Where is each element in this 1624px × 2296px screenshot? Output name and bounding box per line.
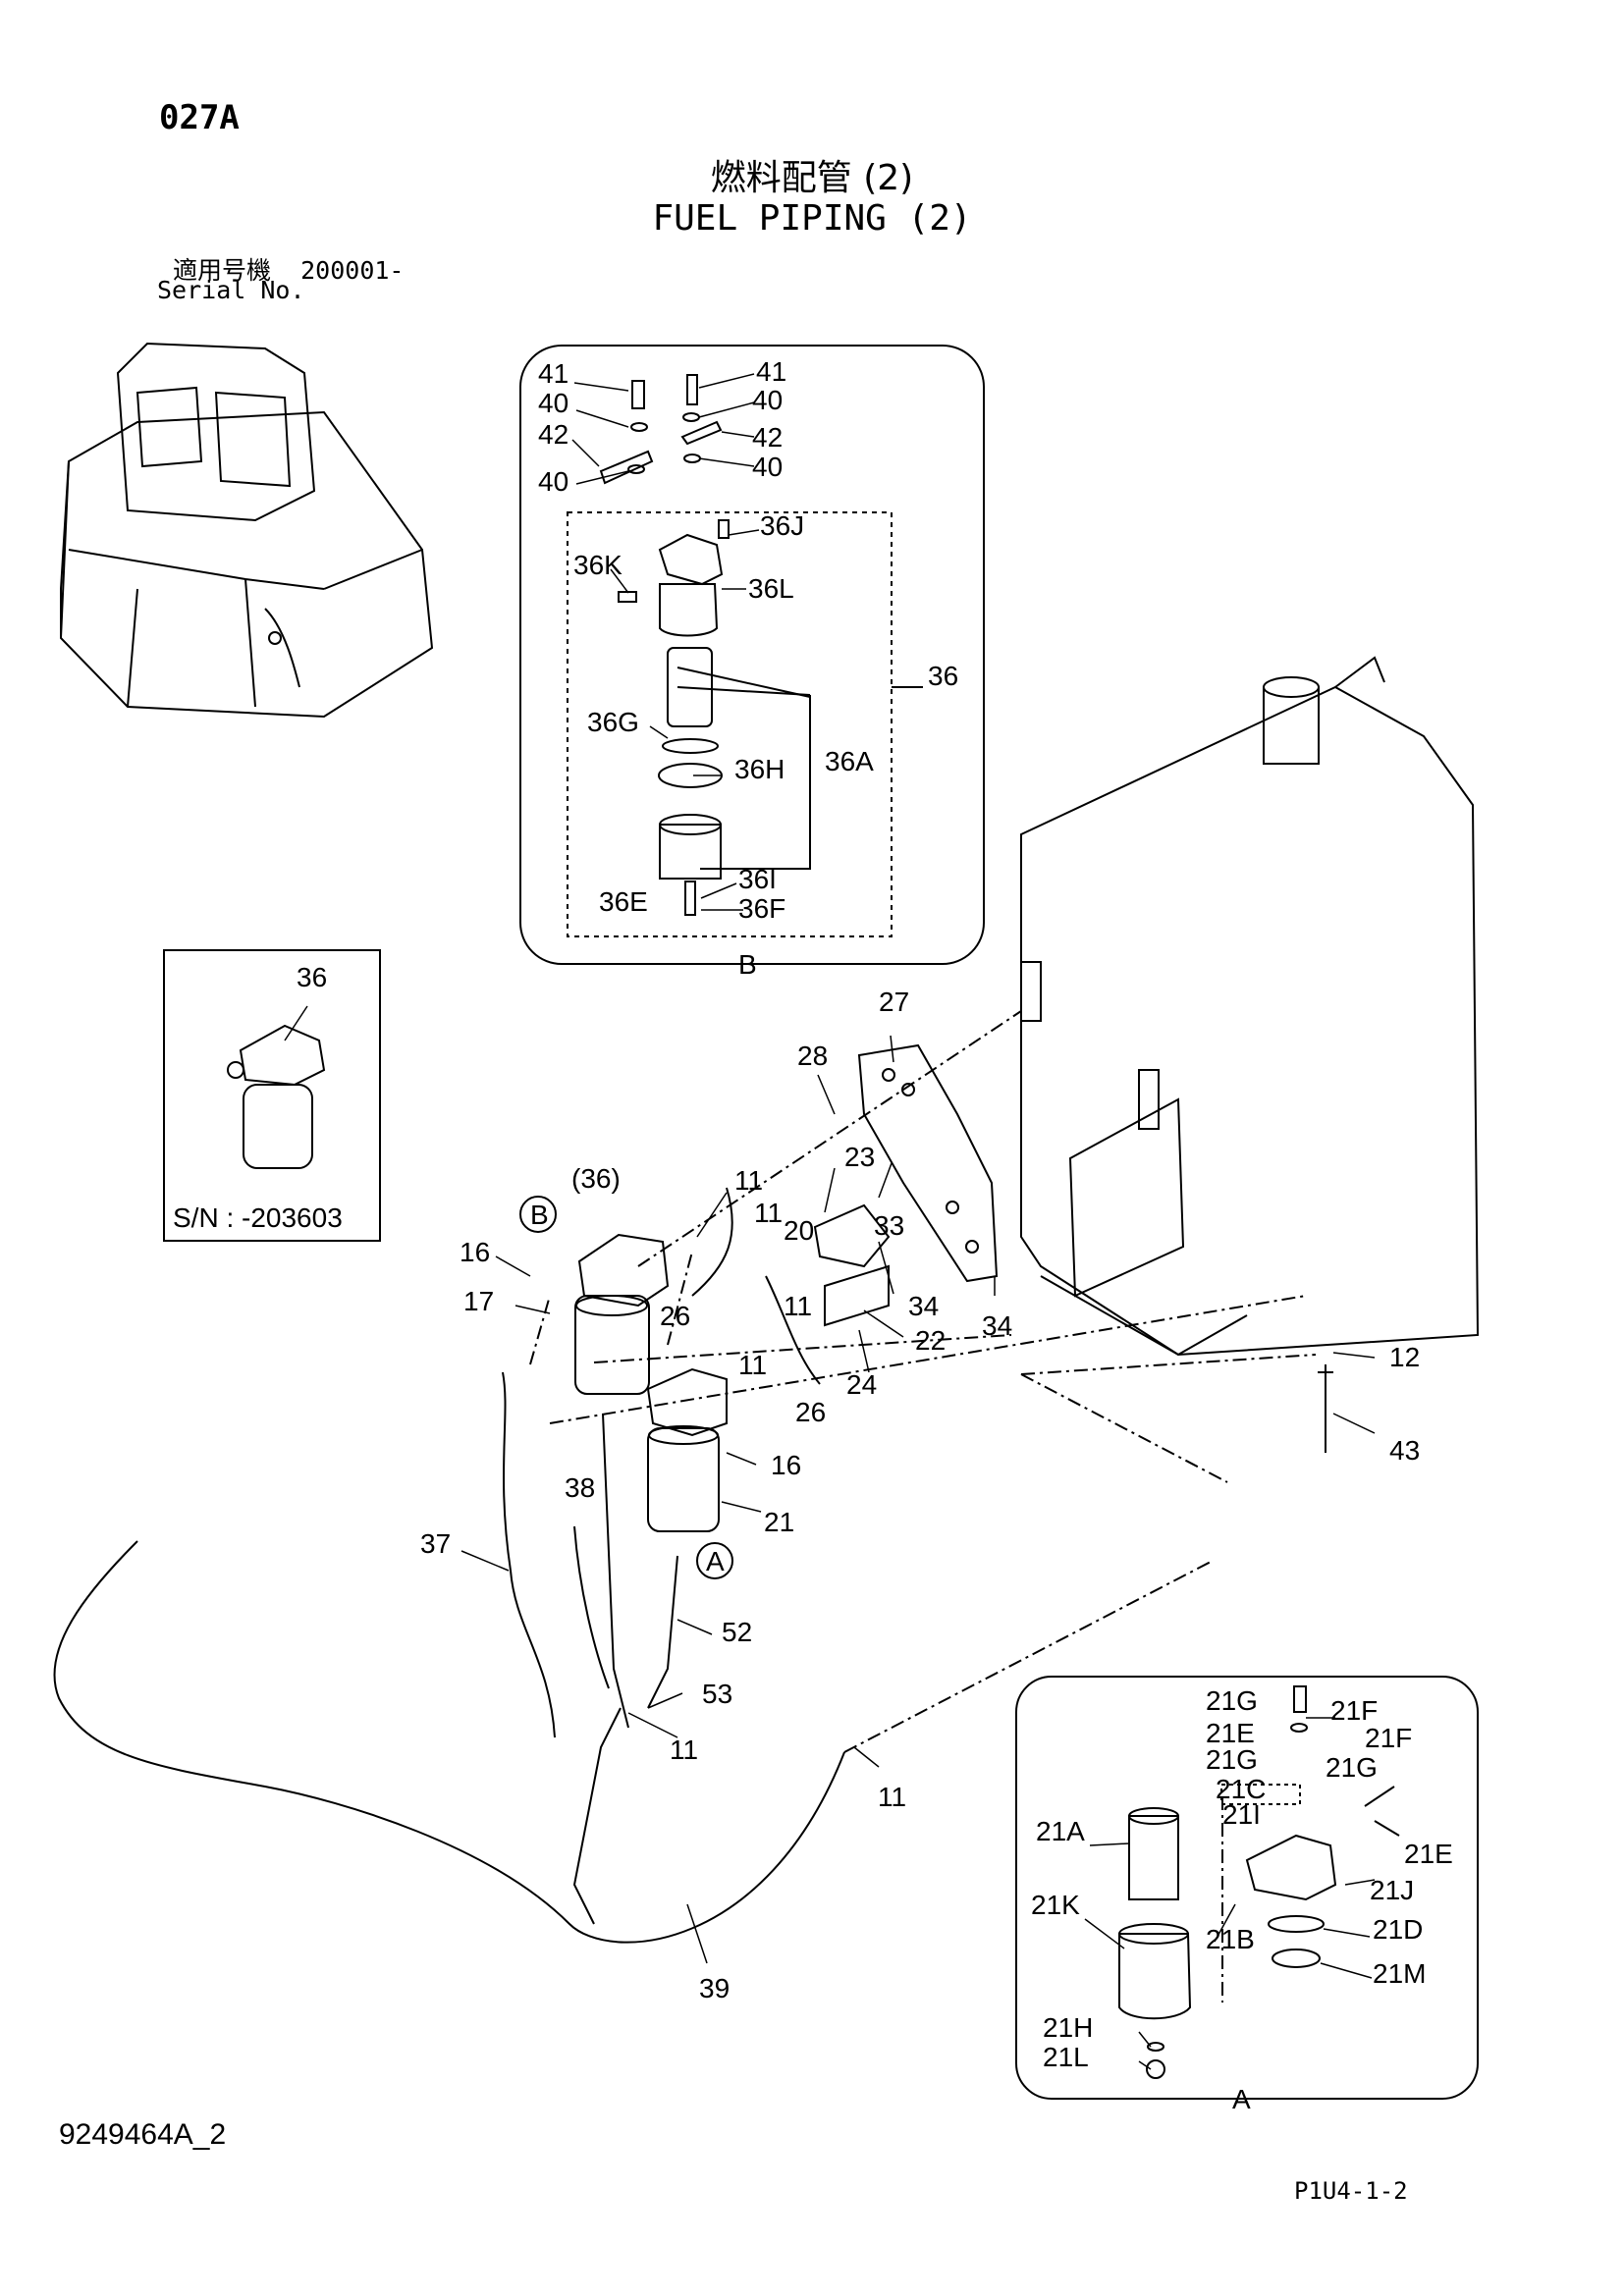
callout-24: 24 — [846, 1369, 877, 1400]
callout-36g: 36G — [587, 707, 639, 737]
callout-36k: 36K — [573, 550, 623, 580]
page-code: 027A — [159, 98, 240, 137]
detail-label-a: A — [1232, 2084, 1251, 2114]
serial-label-jp: 適用号機 — [173, 256, 272, 285]
callout-21g: 21G — [1206, 1685, 1258, 1716]
callout-11: 11 — [878, 1782, 906, 1812]
callout-42: 42 — [752, 422, 783, 453]
callout-41: 41 — [756, 356, 786, 387]
callout-28: 28 — [797, 1041, 828, 1071]
callout-36-parenthetical: (36) — [571, 1163, 621, 1194]
callout-21b: 21B — [1206, 1924, 1255, 1954]
callout-21a: 21A — [1036, 1816, 1085, 1846]
main-fuel-filter-36 — [574, 1233, 670, 1395]
callout-26: 26 — [795, 1397, 826, 1427]
fuel-tank-illustration — [1020, 656, 1480, 1357]
detail-a-frame — [1015, 1676, 1479, 2100]
callout-21m: 21M — [1373, 1958, 1426, 1989]
callout-21g: 21G — [1326, 1752, 1378, 1783]
callout-11: 11 — [784, 1291, 812, 1321]
detail-a-filter-parts — [1118, 1685, 1400, 2079]
callout-23: 23 — [844, 1142, 875, 1172]
reference-lines — [529, 1010, 1317, 1753]
callout-36e: 36E — [599, 886, 648, 917]
callout-40: 40 — [538, 466, 568, 497]
detail-b-filter-parts — [599, 374, 811, 916]
callout-a: A — [706, 1546, 725, 1576]
page-reference: P1U4-1-2 — [1294, 2177, 1408, 2205]
callout-21k: 21K — [1031, 1890, 1080, 1920]
callout-21l: 21L — [1043, 2042, 1089, 2072]
callout-21g: 21G — [1206, 1744, 1258, 1775]
callout-11: 11 — [754, 1198, 783, 1228]
callout-22: 22 — [915, 1325, 946, 1356]
inset-serial-label: S/N : -203603 — [173, 1202, 343, 1233]
callout-34: 34 — [908, 1291, 939, 1321]
callout-36j: 36J — [760, 510, 804, 541]
callout-33: 33 — [874, 1210, 904, 1241]
bracket-assembly — [813, 1043, 999, 1327]
callout-40: 40 — [752, 452, 783, 482]
callout-21h: 21H — [1043, 2012, 1093, 2043]
callout-53: 53 — [702, 1679, 732, 1709]
callout-26: 26 — [660, 1301, 690, 1331]
serial-value: 200001- — [300, 256, 405, 285]
callout-21: 21 — [764, 1507, 794, 1537]
callout-21f: 21F — [1365, 1723, 1412, 1753]
inset-filter-illustration — [227, 1024, 326, 1169]
leader-lines — [284, 373, 1376, 2070]
page-title: FUEL PIPING (2) — [652, 198, 972, 239]
serial-label-en: Serial No. — [157, 276, 305, 304]
excavator-overview-illustration — [59, 342, 434, 719]
callout-40: 40 — [538, 388, 568, 418]
callout-b: B — [530, 1200, 549, 1230]
callout-11: 11 — [738, 1350, 767, 1380]
callout-21c: 21C — [1216, 1774, 1266, 1804]
callout-43: 43 — [1389, 1435, 1420, 1466]
callout-38: 38 — [565, 1472, 595, 1503]
callout-21e: 21E — [1206, 1718, 1255, 1748]
callout-17: 17 — [463, 1286, 494, 1316]
detail-b-frame — [519, 345, 985, 965]
callout-circle-b — [519, 1196, 557, 1233]
callout-36h: 36H — [734, 754, 785, 784]
detail-label-b: B — [738, 949, 757, 980]
water-separator-21 — [646, 1367, 728, 1532]
callout-21f: 21F — [1330, 1695, 1378, 1726]
inset-part-number: 36 — [297, 962, 327, 992]
page-title-japanese: 燃料配管 (2) — [710, 158, 914, 198]
callout-20: 20 — [784, 1215, 814, 1246]
callout-21d: 21D — [1373, 1914, 1423, 1945]
callout-41: 41 — [538, 358, 568, 389]
callout-39: 39 — [699, 1973, 730, 2003]
detail-b-assembly-box — [567, 511, 893, 937]
fuel-hoses — [53, 1187, 1333, 1944]
callout-21j: 21J — [1370, 1875, 1414, 1905]
callout-34: 34 — [982, 1310, 1012, 1341]
callout-52: 52 — [722, 1617, 752, 1647]
callout-21i: 21I — [1222, 1799, 1261, 1830]
callout-27: 27 — [879, 987, 909, 1017]
callout-21e: 21E — [1404, 1839, 1453, 1869]
callout-circle-a — [696, 1542, 733, 1579]
callout-12: 12 — [1389, 1342, 1420, 1372]
inset-serial-frame — [163, 949, 381, 1242]
callout-36a: 36A — [825, 746, 874, 776]
callout-11: 11 — [734, 1165, 763, 1196]
callout-11: 11 — [670, 1735, 698, 1765]
serial-applicability: 適用号機 200001- — [173, 251, 404, 287]
callout-36f: 36F — [738, 893, 785, 924]
callout-36l: 36L — [748, 573, 794, 604]
callout-36i: 36I — [738, 864, 777, 894]
callout-36: 36 — [928, 661, 958, 691]
drawing-number: 9249464A_2 — [59, 2118, 227, 2151]
callout-16: 16 — [771, 1450, 801, 1480]
callout-40: 40 — [752, 385, 783, 415]
callout-37: 37 — [420, 1528, 451, 1559]
callout-42: 42 — [538, 419, 568, 450]
callout-16: 16 — [460, 1237, 490, 1267]
